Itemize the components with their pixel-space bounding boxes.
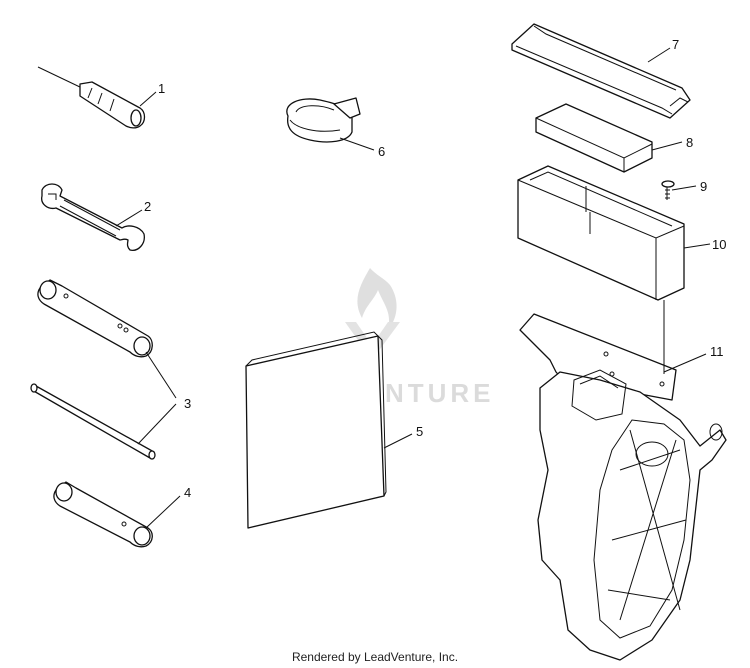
callout-9: 9: [700, 179, 707, 194]
callout-10: 10: [712, 237, 726, 252]
callout-8: 8: [686, 135, 693, 150]
callout-labels: 1 2 3 4 5 6 7 8 9 10 11: [144, 37, 726, 500]
callout-1: 1: [158, 81, 165, 96]
callout-2: 2: [144, 199, 151, 214]
storage-box-part: [517, 165, 685, 301]
footer-credit: Rendered by LeadVenture, Inc.: [291, 650, 459, 664]
tommy-bar-part: [30, 383, 156, 460]
callout-5: 5: [416, 424, 423, 439]
tape-roll-part: [286, 97, 361, 143]
callout-3: 3: [184, 396, 191, 411]
tube-wrench-part: [37, 279, 153, 358]
screwdriver-part: [37, 66, 146, 129]
foam-block-part: [535, 103, 653, 173]
screw-part: [661, 180, 675, 200]
callout-6: 6: [378, 144, 385, 159]
wrench-part: [41, 183, 145, 251]
callout-4: 4: [184, 485, 191, 500]
callout-11: 11: [710, 344, 724, 359]
cover-lid-part: [511, 23, 691, 119]
leader-lines: [115, 47, 711, 529]
manual-part: [245, 331, 387, 529]
callout-7: 7: [672, 37, 679, 52]
short-tube-wrench-part: [53, 481, 153, 548]
housing-part: [519, 313, 727, 661]
